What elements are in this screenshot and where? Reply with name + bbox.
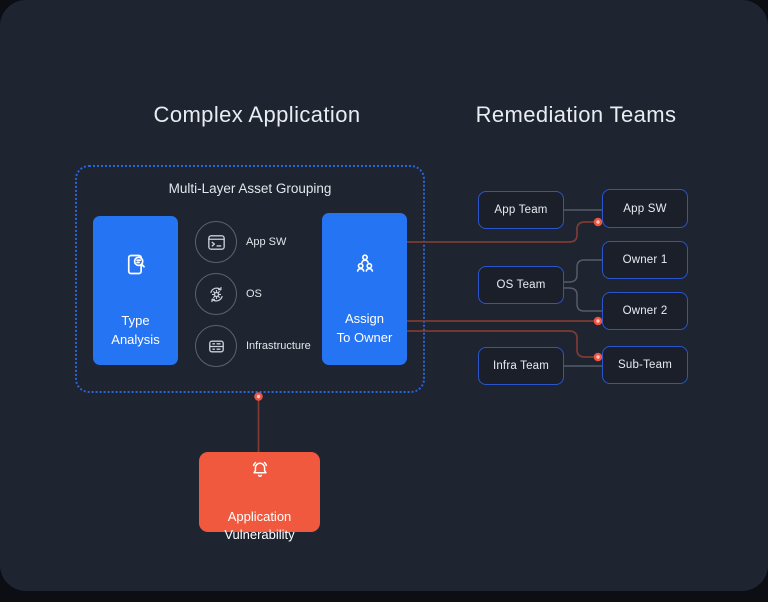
vulnerability-label: Application Vulnerability [224, 508, 295, 543]
target-box-owner-1: Owner 1 [602, 241, 688, 279]
layer-label-app-sw: App SW [246, 236, 287, 248]
layer-label-infrastructure: Infrastructure [246, 340, 311, 352]
alert-bell-icon [248, 439, 272, 501]
target-box-sub-team: Sub-Team [602, 346, 688, 384]
header-complex-application: Complex Application [153, 102, 361, 127]
layer-icon-circle [195, 273, 237, 315]
target-box-app-sw: App SW [602, 189, 688, 228]
assign-owner-label: Assign To Owner [336, 310, 393, 346]
assign-owner-node: Assign To Owner [322, 213, 407, 365]
layer-icon-circle [195, 325, 237, 367]
layer-icon-circle [195, 221, 237, 263]
team-people-icon [352, 231, 378, 296]
team-box-os-team: OS Team [478, 266, 564, 304]
team-box-app-team: App Team [478, 191, 564, 229]
os-sync-icon [205, 283, 228, 306]
asset-grouping-container [75, 165, 425, 393]
server-rack-icon [205, 335, 228, 358]
search-document-icon [122, 232, 149, 298]
header-remediation-teams: Remediation Teams [475, 102, 677, 127]
type-analysis-node: Type Analysis [93, 216, 178, 365]
vulnerability-node: Application Vulnerability [199, 452, 320, 542]
team-box-infra-team: Infra Team [478, 347, 564, 385]
type-analysis-label: Type Analysis [111, 312, 160, 348]
layer-label-os: OS [246, 288, 262, 300]
terminal-icon [205, 231, 228, 254]
target-box-owner-2: Owner 2 [602, 292, 688, 330]
asset-grouping-title: Multi-Layer Asset Grouping [168, 181, 332, 196]
